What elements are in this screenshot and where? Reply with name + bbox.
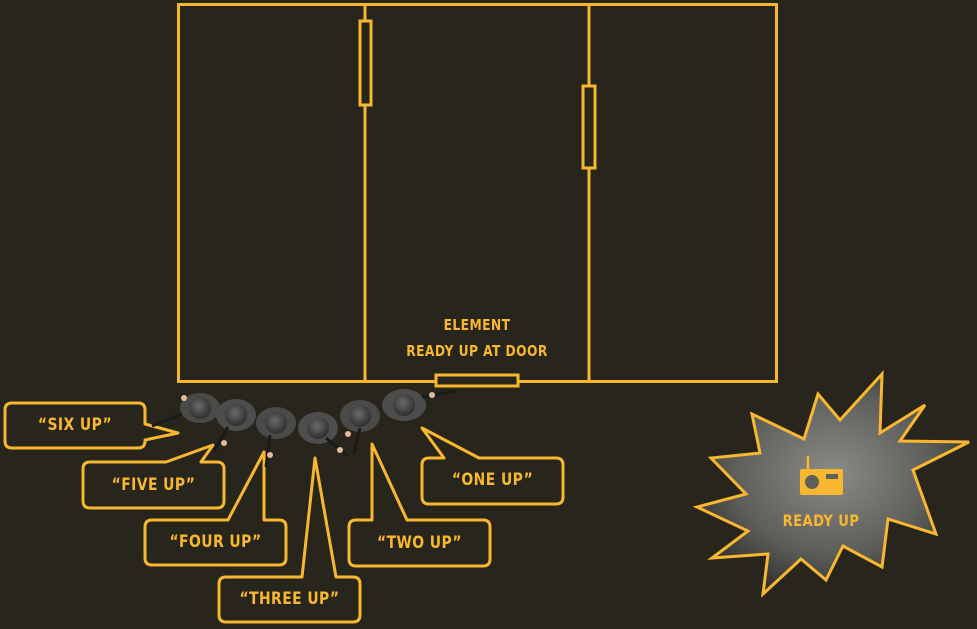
operator-icon xyxy=(340,400,380,455)
operator-icon xyxy=(382,389,457,421)
bubble-six-up xyxy=(3,401,180,450)
operator-icon xyxy=(212,399,256,452)
ready-up-label: READY UP xyxy=(782,511,860,530)
bubble-five-up xyxy=(81,443,226,510)
room-label-line1: ELEMENT xyxy=(443,316,511,334)
callout-one-up: “ONE UP” xyxy=(451,470,534,490)
callout-five-up: “FIVE UP” xyxy=(111,475,196,495)
room-label-line2: READY UP AT DOOR xyxy=(406,342,548,360)
bubble-one-up xyxy=(420,426,565,506)
callout-six-up: “SIX UP” xyxy=(37,415,113,435)
interior-door-right xyxy=(581,84,597,170)
operator-icon xyxy=(256,407,296,468)
entry-door xyxy=(434,373,520,388)
callout-four-up: “FOUR UP” xyxy=(169,532,262,552)
interior-door-left xyxy=(358,19,373,107)
operator-icon xyxy=(298,412,349,458)
callout-three-up: “THREE UP” xyxy=(239,589,340,609)
bubble-four-up xyxy=(143,450,288,567)
radio-icon xyxy=(800,456,843,495)
bubble-two-up xyxy=(347,442,492,568)
team-stack xyxy=(151,389,457,468)
ready-up-burst xyxy=(692,369,970,598)
callout-bubbles xyxy=(3,401,565,624)
floor-plan xyxy=(177,3,778,388)
callout-two-up: “TWO UP” xyxy=(377,533,462,553)
operator-icon xyxy=(151,393,220,428)
room-label: ELEMENT READY UP AT DOOR xyxy=(388,312,567,364)
bubble-three-up xyxy=(217,456,362,624)
